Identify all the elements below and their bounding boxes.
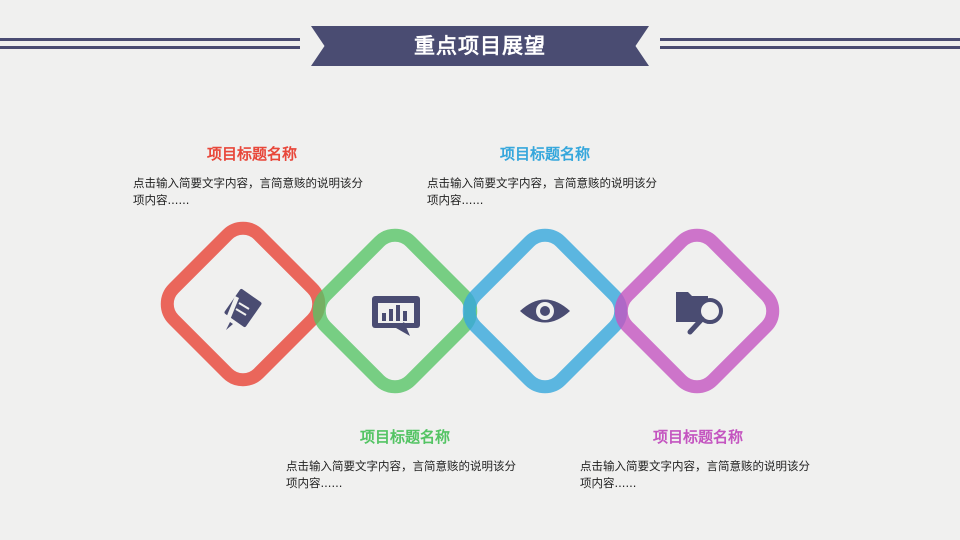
diamond-1 — [160, 221, 326, 387]
item-2-description: 点击输入简要文字内容，言简意赅的说明该分项内容...... — [286, 459, 516, 490]
item-3-description: 点击输入简要文字内容，言简意赅的说明该分项内容...... — [427, 176, 657, 207]
header-stripe-right-top — [660, 38, 960, 41]
header-banner — [311, 26, 649, 66]
item-2-title: 项目标题名称 — [359, 428, 450, 446]
diamond-2 — [312, 228, 478, 394]
header-stripe-right-bottom — [660, 46, 960, 49]
item-1-description: 点击输入简要文字内容，言简意赅的说明该分项内容...... — [133, 176, 363, 207]
item-4-description: 点击输入简要文字内容，言简意赅的说明该分项内容...... — [580, 459, 810, 490]
item-1-title: 项目标题名称 — [206, 145, 297, 163]
eye-icon — [520, 299, 570, 323]
item-4-title: 项目标题名称 — [652, 428, 743, 446]
document-pen-icon — [224, 289, 262, 330]
presentation-chart-icon — [372, 296, 420, 336]
header-stripe-left-top — [0, 38, 300, 41]
diamond-4 — [614, 228, 780, 394]
folder-search-icon — [676, 292, 723, 335]
header-stripe-left-bottom — [0, 46, 300, 49]
diamond-3 — [462, 228, 628, 394]
page-title: 重点项目展望 — [414, 34, 546, 58]
item-3-title: 项目标题名称 — [499, 145, 590, 163]
